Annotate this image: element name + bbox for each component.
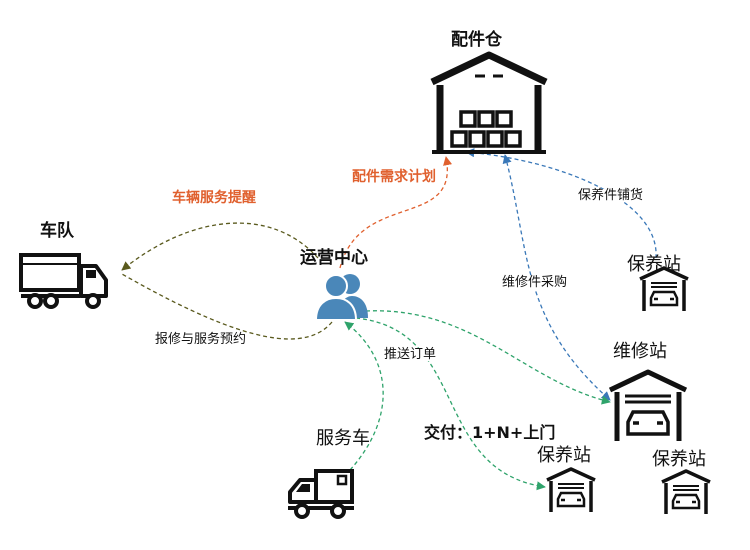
edge-label-maintenance-parts-stocking: 保养件铺货 <box>578 188 644 203</box>
maintenance-station-bottom-right-label: 保养站 <box>652 449 706 470</box>
edge-label-vehicle-service-reminder: 车辆服务提醒 <box>172 190 256 206</box>
repair-station-label: 维修站 <box>613 341 667 362</box>
maintenance-station-bottom-left-label: 保养站 <box>537 445 591 466</box>
warehouse-label: 配件仓 <box>451 30 502 50</box>
edge-delivery <box>355 317 546 491</box>
edge-vehicle-service-reminder <box>121 222 319 271</box>
warehouse-icon <box>430 51 548 154</box>
edge-parts-demand-plan <box>339 156 453 269</box>
edge-ops-to-repair-station <box>351 306 611 405</box>
ops-center-label: 运营中心 <box>300 248 368 268</box>
service-truck-icon <box>288 469 354 519</box>
garage-icon <box>661 469 711 514</box>
garage-icon <box>546 467 596 512</box>
fleet-label: 车队 <box>40 221 74 241</box>
users-icon <box>314 274 368 321</box>
edge-repair-parts-purchase <box>502 154 611 401</box>
edge-push-orders <box>344 321 384 471</box>
maintenance-station-top-label: 保养站 <box>627 254 681 275</box>
edge-label-repair-and-service-booking: 报修与服务预约 <box>155 332 247 347</box>
edge-label-push-orders: 推送订单 <box>384 347 437 362</box>
edge-label-parts-demand-plan: 配件需求计划 <box>352 169 436 185</box>
service-vehicle-label: 服务车 <box>316 428 370 449</box>
edge-label-repair-parts-purchase: 维修件采购 <box>502 275 568 290</box>
edge-label-delivery: 交付：1+N+上门 <box>424 423 556 442</box>
edge-repair-and-service-booking <box>121 273 333 340</box>
garage-icon <box>608 369 688 441</box>
edge-maintenance-parts-stocking <box>465 148 657 259</box>
garage-icon <box>639 266 689 311</box>
truck-icon <box>19 253 108 309</box>
